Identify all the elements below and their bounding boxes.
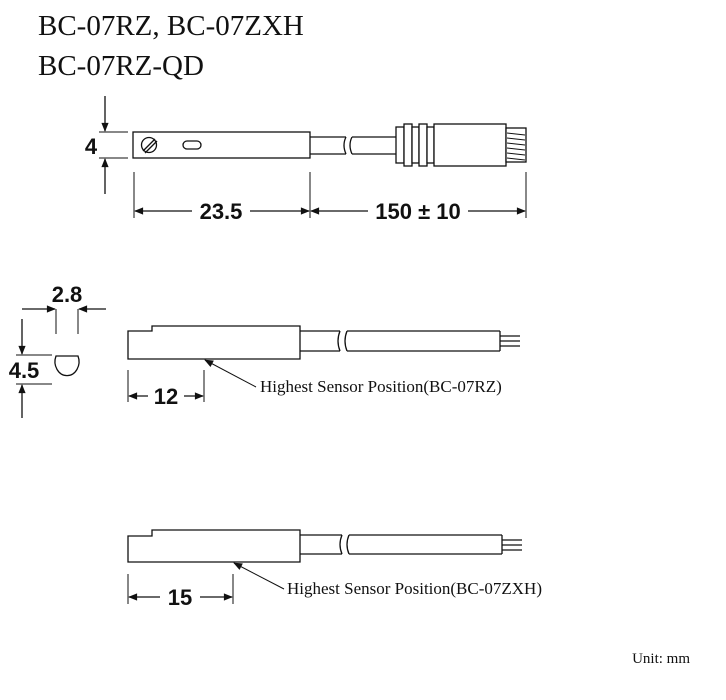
height-dim-4-5: 4.5 (9, 358, 40, 383)
sensor-body (132, 131, 311, 159)
bottom-view (127, 529, 522, 604)
position-note-bc07zxh: Highest Sensor Position(BC-07ZXH) (287, 579, 542, 598)
title-line-1: BC-07RZ, BC-07ZXH (38, 10, 304, 42)
position-dim-12: 12 (154, 384, 178, 409)
position-note-bc07rz: Highest Sensor Position(BC-07RZ) (260, 377, 502, 396)
middle-view (16, 305, 520, 418)
cross-section (54, 355, 80, 377)
body-length-dim: 23.5 (200, 199, 243, 224)
width-dim-2-8: 2.8 (52, 282, 83, 307)
cable-length-dim: 150 ± 10 (375, 199, 460, 224)
sensor-side-body-2 (127, 529, 301, 563)
connector (395, 123, 527, 167)
sensor-slot (182, 140, 202, 150)
sensor-side-body (127, 325, 301, 360)
position-dim-15: 15 (168, 585, 192, 610)
connector-thread (506, 132, 526, 161)
unit-label: Unit: mm (632, 651, 690, 667)
height-dim-4: 4 (85, 134, 98, 159)
top-view (99, 96, 527, 218)
title-line-2: BC-07RZ-QD (38, 50, 204, 82)
